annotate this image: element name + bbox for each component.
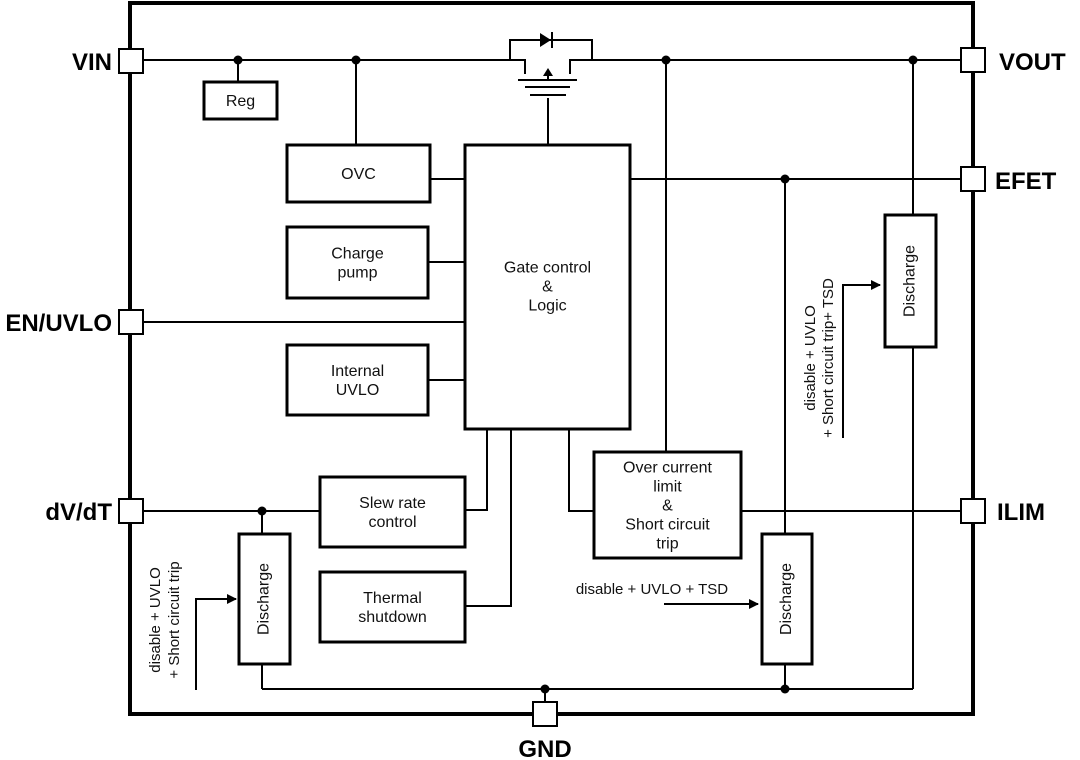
block-label-line: & (662, 498, 673, 515)
block-label-line: Short circuit (625, 517, 710, 534)
svg-text:EFET: EFET (995, 168, 1057, 195)
block-label-line: Slew rate (359, 495, 426, 512)
block-label-line: Charge (331, 246, 384, 263)
svg-text:Discharge: Discharge (778, 563, 795, 635)
block-label-line: trip (656, 536, 678, 553)
svg-text:Discharge: Discharge (256, 563, 273, 635)
block-discharge-right: Discharge (883, 213, 938, 349)
pin-ilim: ILIM (960, 498, 1045, 526)
block-label-line: Thermal (363, 590, 422, 607)
note-left-discharge-control: disable + UVLO + Short circuit trip (147, 561, 183, 678)
mosfet-switch (509, 32, 593, 96)
block-thermal-shutdown: Thermal shutdown (318, 570, 467, 644)
block-label-line: limit (653, 479, 682, 496)
block-reg: Reg (202, 80, 279, 121)
svg-text:GND: GND (518, 736, 571, 760)
block-gate-control-logic: Gate control & Logic (463, 143, 632, 431)
block-over-current-limit: Over current limit & Short circuit trip (592, 450, 743, 560)
note-right-discharge-control: disable + UVLO + Short circuit trip+ TSD (802, 278, 837, 438)
pin-vin: VIN (72, 48, 144, 76)
pin-gnd: GND (518, 701, 572, 760)
block-label-line: pump (337, 265, 377, 282)
svg-text:disable + UVLO: disable + UVLO (147, 567, 164, 672)
svg-text:VOUT: VOUT (999, 49, 1066, 76)
block-label-line: Internal (331, 363, 384, 380)
svg-text:Reg: Reg (226, 93, 255, 110)
svg-text:Discharge: Discharge (902, 245, 919, 317)
block-charge-pump: Charge pump (285, 225, 430, 300)
block-label-line: control (368, 514, 416, 531)
svg-text:VIN: VIN (72, 49, 112, 76)
note-mid-discharge-control: disable + UVLO + TSD (576, 581, 728, 598)
pin-vout: VOUT (960, 47, 1066, 76)
pin-efet: EFET (960, 166, 1057, 195)
svg-text:EN/UVLO: EN/UVLO (5, 310, 112, 337)
block-label-line: Reg (226, 93, 255, 110)
block-label-line: & (542, 279, 553, 296)
junction-dots (233, 55, 918, 694)
svg-text:dV/dT: dV/dT (45, 499, 112, 526)
pin-en-uvlo: EN/UVLO (5, 309, 144, 337)
svg-text:Gate control&Logic: Gate control & Logic (504, 260, 591, 315)
svg-text:+ Short circuit trip: + Short circuit trip (166, 561, 183, 678)
block-label-line: OVC (341, 166, 376, 183)
block-label-line: Logic (528, 298, 566, 315)
block-slew-rate-control: Slew rate control (318, 475, 467, 549)
pin-dvdt: dV/dT (45, 498, 144, 526)
svg-text:disable + UVLO: disable + UVLO (802, 305, 819, 410)
wires (143, 59, 961, 702)
svg-text:+ Short circuit trip+ TSD: + Short circuit trip+ TSD (820, 278, 837, 438)
svg-text:ILIM: ILIM (997, 499, 1045, 526)
block-label-line: Over current (623, 460, 712, 477)
block-discharge-left: Discharge (237, 532, 292, 666)
block-discharge-mid: Discharge (760, 532, 814, 666)
block-label-line: Gate control (504, 260, 591, 277)
block-label-line: UVLO (336, 382, 380, 399)
block-ovc: OVC (285, 143, 432, 204)
block-label-line: shutdown (358, 609, 427, 626)
svg-text:OVC: OVC (341, 166, 376, 183)
